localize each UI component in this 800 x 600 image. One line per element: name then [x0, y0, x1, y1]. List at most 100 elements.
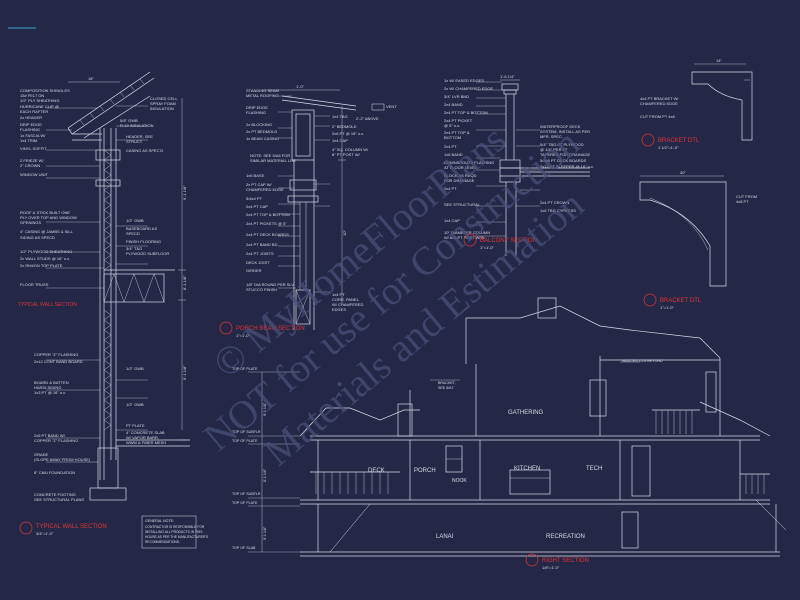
balcony-note-cypress: 1x6 TBG CYPRESS [540, 208, 576, 213]
porch-note-stucco: STUCCO FINISH [246, 287, 277, 292]
balcony-title-scale: 1"=1'-0" [480, 245, 495, 250]
wall-note-plywood-sheathing: 1/2" PLYWOOD SHEATHING [20, 249, 72, 254]
porch-callouts: STANDING SEAM METAL ROOFING DRIP EDGE FL… [246, 84, 397, 312]
porch-note-beam-casing: 1x BEAM CASING [246, 136, 279, 141]
wall-note-finish-flooring: FINISH FLOORING [126, 239, 161, 244]
wall-note-1x4-trim: 1x4 TRIM [20, 138, 37, 143]
right-section-title-text: RIGHT SECTION [542, 558, 589, 564]
porch-beam-section [262, 89, 385, 330]
wall-note-pt-plate: PT PLATE [126, 423, 145, 428]
bracket-1-labels: 4x4 PT BRACKET W/ CHAMFERED EDGE CUT FRO… [640, 58, 722, 150]
porch-note-post: 8" PT POST W/ [332, 152, 361, 157]
note-bracket: BRACKET, [438, 381, 456, 385]
wall-note-wall-studs: 2x WALL STUDS @ 16" o.c. [20, 256, 70, 261]
balcony-note-system: SYSTEM, INSTALL AS PER [540, 129, 590, 134]
wall-note-slope: (SLOPE AWAY FROM HOUSE) [34, 457, 91, 462]
porch-title-scale: 1"=1'-0" [236, 333, 251, 338]
porch-note-2x6: 2x6 PT @ 16" o.c. [332, 131, 364, 136]
balcony-note-picket: 2x4 PT PICKET [444, 118, 473, 123]
balcony-note-drainage: FOR DRAINAGE [444, 178, 475, 183]
porch-title: PORCH BEAM SECTION 1"=1'-0" [219, 321, 305, 338]
room-tech: TECH [586, 466, 602, 472]
wall-note-see-structural: SEE STRUCTURAL PLANS [34, 497, 84, 502]
balcony-note-waterproof: WATERPROOF DECK [540, 124, 581, 129]
room-gathering: GATHERING [508, 410, 544, 416]
porch-note-corr-panel: CORR. PANEL [332, 297, 360, 302]
wall-note-ply-over-top: PLY OVER TOP AND WINDOW [20, 215, 77, 220]
wall-note-ply-sheathing: 1/2" PLY SHEATHING [20, 98, 59, 103]
balcony-note-bottom: BOTTOM [444, 135, 461, 140]
wall-note-openings: OPENINGS [20, 220, 41, 225]
room-lanai: LANAI [436, 534, 454, 540]
room-kitchen: KITCHEN [514, 466, 540, 472]
room-nook: NOOK [452, 478, 467, 484]
wall-note-spray-foam: SPRAY FOAM [150, 101, 176, 106]
wall-callouts-right: CLOSED CELL SPRAY FOAM INSULATION 5/8" G… [120, 96, 178, 445]
wall-dim-top: 16" [88, 76, 94, 81]
balcony-note-downspouts: DOWNSPOUTS FLASHING [444, 160, 494, 165]
porch-note-chamfered: CHAMFERED EDGE [246, 187, 284, 192]
porch-note-drip-edge: DRIP EDGE [246, 105, 268, 110]
porch-note-pickets: 2x4 PT PICKETS @ 5" [246, 221, 287, 226]
bracket1-title-scale: 1 1/2"=1'-0" [658, 145, 679, 150]
balcony-title-text: BALCONY SECTION [480, 238, 537, 244]
balcony-note-plywood: 5/4" TBG PT PLYWOOD [540, 142, 584, 147]
balcony-note-deck-boards: 5/4x6 PT DECK BOARDS [540, 158, 586, 163]
wall-note-gwb-12a: 1/2" GWB [126, 218, 144, 223]
right-section-scale: 1/8"=1'-0" [542, 565, 560, 570]
section-dim-mid: 8'-1 1/8" [263, 468, 267, 482]
wall-note-hardi-siding: HARDI SIDING [34, 385, 61, 390]
bracket2-note-cut: CUT FROM [736, 194, 757, 199]
porch-note-similar: SIMILAR MATERIAL LIST [250, 158, 297, 163]
balcony-callouts: 1x W/ EASED EDGES 2x W/ CHAMFERED EDGE 3… [444, 74, 594, 240]
bracket1-title-text: BRACKET DTL [658, 138, 700, 144]
porch-note-blocking: 2x BLOCKING [246, 122, 272, 127]
bracket-detail-2 [639, 175, 727, 287]
wall-note-header: 2x HEADER [20, 115, 42, 120]
porch-note-54x4: 5/4x4 PT [246, 196, 263, 201]
section-dim-upper: 9'-1 1/8" [263, 402, 267, 416]
porch-note-standing-seam: STANDING SEAM [246, 88, 279, 93]
bracket2-title-text: BRACKET DTL [660, 298, 702, 304]
balcony-note-top: 2x4 PT TOP & [444, 130, 470, 135]
balcony-note-2x4pt: 2x4 PT [444, 144, 457, 149]
wall-note-drip-edge: DRIP EDGE [20, 122, 42, 127]
wall-note-board-batten: BOARD & BATTEN [34, 380, 69, 385]
porch-title-bubble [219, 321, 233, 335]
right-section-levels: TOP OF PLATE TOP OF SUBFLR TOP OF PLATE … [232, 359, 663, 550]
porch-note-1x4pt: 1x4 PT [332, 292, 345, 297]
porch-title-text: PORCH BEAM SECTION [236, 326, 305, 332]
porch-note-see: NOTE: SEE 5/A6 FOR [250, 153, 290, 158]
room-recreation: RECREATION [546, 534, 585, 540]
wall-dim-upper: 9'-1 1/8" [182, 185, 187, 200]
right-section-title: RIGHT SECTION 1/8"=1'-0" [525, 553, 589, 570]
wall-note-struct: STRUCT. [126, 139, 143, 144]
wall-note-rim-plate: 2x RIM/ON TOP PLATE [20, 263, 63, 268]
porch-note-band-bd: 2x4 PT BAND BD [246, 242, 278, 247]
bracket-detail-1 [691, 63, 753, 141]
level-top-of-plate-upper: TOP OF PLATE [232, 367, 258, 371]
porch-dim-top: 1'-0" [296, 84, 305, 89]
balcony-note-structural: SEE STRUCTURAL [444, 202, 481, 207]
wall-note-floor-truss: FLOOR TRUSS [20, 282, 49, 287]
wall-note-gwb-58: 5/8" GWB [120, 118, 138, 123]
balcony-dim-top: 1'-6 1/4" [500, 74, 515, 79]
bracket1-note-4x4: 4x4 PT BRACKET W/ [640, 96, 679, 101]
wall-note-cmu: 8" CMU FOUNDATION [34, 470, 75, 475]
porch-vent-note: 2'-2" ABOVE [356, 116, 379, 121]
balcony-note-2x4pt-b: 2x4 PT [444, 186, 457, 191]
right-section-labels: DECK PORCH NOOK KITCHEN TECH GATHERING L… [368, 410, 602, 540]
bracket1-note-cut: CUT FROM PT 4x8 [640, 114, 676, 119]
porch-note-base: 1x6 BASE [246, 173, 265, 178]
porch-note-edges: EDGES [332, 307, 346, 312]
balcony-title-bubble [463, 233, 477, 247]
porch-note-column: 4" SQ. COLUMN W/ [332, 147, 369, 152]
balcony-note-crown: 2x4 PT CROWN [540, 200, 569, 205]
wall-section-title-text: TYPICAL WALL SECTION [36, 524, 107, 530]
balcony-note-lvr: 3/4" LVR BND [444, 94, 469, 99]
wall-note-casing-specd: CASING AS SPEC'D [126, 148, 163, 153]
bracket2-title-bubble [643, 293, 657, 307]
porch-note-cap-r: 1x4 CAP [332, 138, 348, 143]
wall-note-vapor-barrier: W/ VAPOR BARR. [126, 435, 159, 440]
